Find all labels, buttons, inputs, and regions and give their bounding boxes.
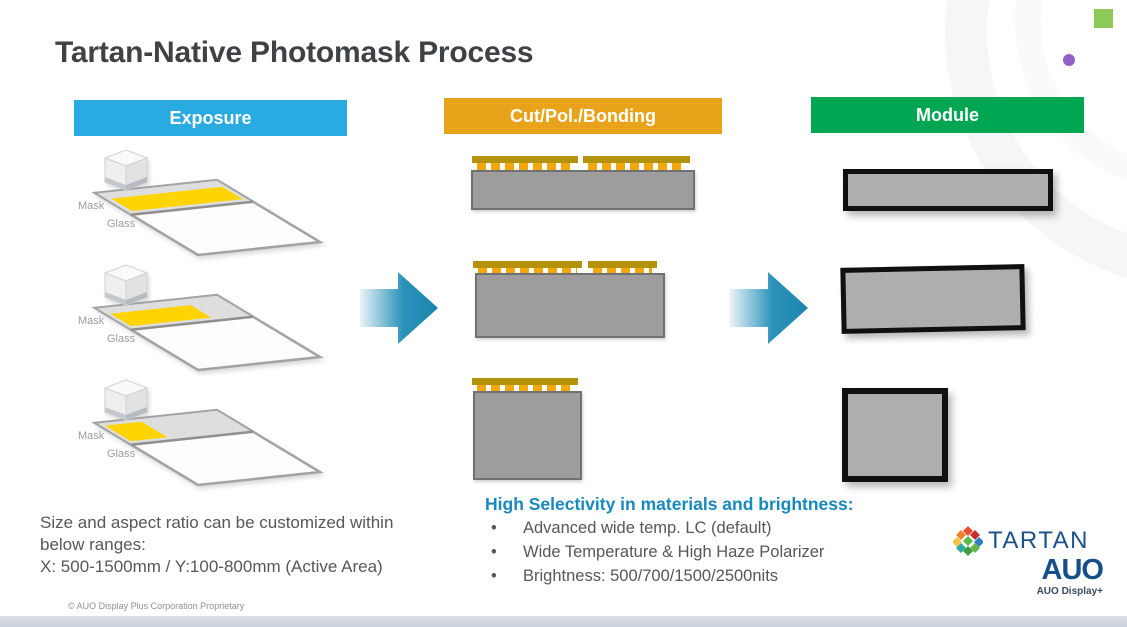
copyright-footer: © AUO Display Plus Corporation Proprieta… [68, 601, 245, 611]
bonded-mask-comb-icon [472, 378, 578, 392]
selectivity-heading: High Selectivity in materials and bright… [485, 494, 854, 514]
tartan-logo-text: TARTAN [988, 527, 1090, 554]
glass-label: Glass [107, 333, 136, 345]
size-range-line: X: 500-1500mm / Y:100-800mm (Active Area… [40, 557, 383, 576]
page-title: Tartan-Native Photomask Process [55, 36, 534, 69]
bonded-mask-comb-icon [583, 156, 690, 170]
size-range-line: below ranges: [40, 535, 146, 554]
exposure-diagram-3: Mask Glass [60, 370, 360, 490]
die-body-2 [475, 273, 665, 338]
die-body-3 [473, 391, 582, 480]
glass-label: Glass [107, 448, 136, 460]
arrow-right-icon [730, 272, 808, 344]
mask-glass-panel-icon [91, 264, 324, 372]
mask-glass-panel-icon [91, 379, 324, 487]
list-item: Advanced wide temp. LC (default) [485, 519, 885, 538]
auo-logo-text: AUO [1041, 554, 1104, 586]
tartan-pinwheel-icon [953, 526, 983, 556]
display-module-2 [840, 264, 1026, 334]
bottom-accent-bar [0, 616, 1127, 627]
list-item: Wide Temperature & High Haze Polarizer [485, 543, 885, 562]
die-body-1 [471, 170, 695, 210]
bonded-mask-comb-icon [588, 261, 657, 275]
auo-display-plus-text: AUO Display+ [1036, 586, 1103, 597]
column-header-cut-pol-bonding: Cut/Pol./Bonding [444, 98, 722, 134]
decor-dot-icon [1063, 54, 1075, 66]
size-range-note: Size and aspect ratio can be customized … [40, 512, 393, 578]
mask-label: Mask [78, 200, 105, 212]
mask-label: Mask [78, 430, 105, 442]
selectivity-bullet-list: Advanced wide temp. LC (default) Wide Te… [485, 514, 885, 586]
display-module-3 [842, 388, 948, 482]
size-range-line: Size and aspect ratio can be customized … [40, 513, 394, 532]
display-module-1 [843, 169, 1053, 211]
exposure-diagram-1: Mask Glass [60, 140, 360, 260]
mask-label: Mask [78, 315, 105, 327]
decor-square-icon [1094, 9, 1113, 28]
column-header-module: Module [811, 97, 1084, 133]
glass-label: Glass [107, 218, 136, 230]
exposure-diagram-2: Mask Glass [60, 255, 360, 375]
column-header-exposure: Exposure [74, 100, 347, 136]
mask-glass-panel-icon [91, 149, 324, 257]
bonded-mask-comb-icon [472, 156, 578, 170]
bonded-mask-comb-icon [473, 261, 582, 275]
arrow-right-icon [360, 272, 438, 344]
logo-block: TARTAN AUO AUO Display+ [953, 526, 1105, 597]
list-item: Brightness: 500/700/1500/2500nits [485, 567, 885, 586]
